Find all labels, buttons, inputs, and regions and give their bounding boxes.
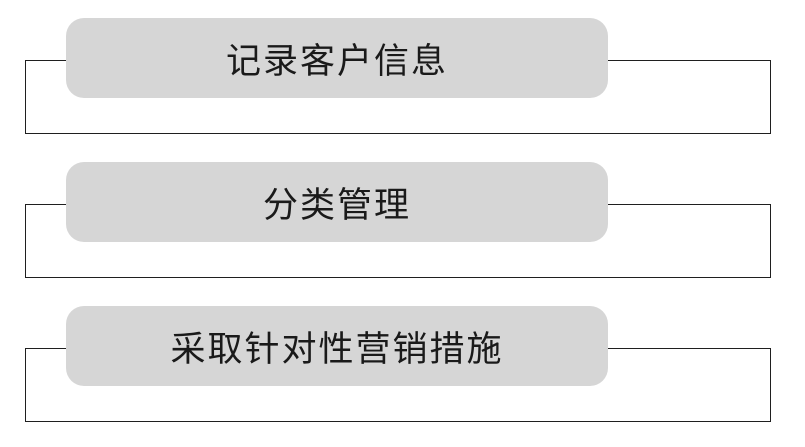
- step-1-pill: 记录客户信息: [66, 18, 608, 98]
- step-1-label: 记录客户信息: [225, 41, 448, 82]
- step-2-label: 分类管理: [262, 185, 411, 226]
- step-3-pill: 采取针对性营销措施: [66, 306, 608, 386]
- step-3-label: 采取针对性营销措施: [170, 329, 504, 370]
- step-1: 记录客户信息: [0, 18, 805, 143]
- step-2: 分类管理: [0, 162, 805, 287]
- step-2-pill: 分类管理: [66, 162, 608, 242]
- step-3: 采取针对性营销措施: [0, 306, 805, 431]
